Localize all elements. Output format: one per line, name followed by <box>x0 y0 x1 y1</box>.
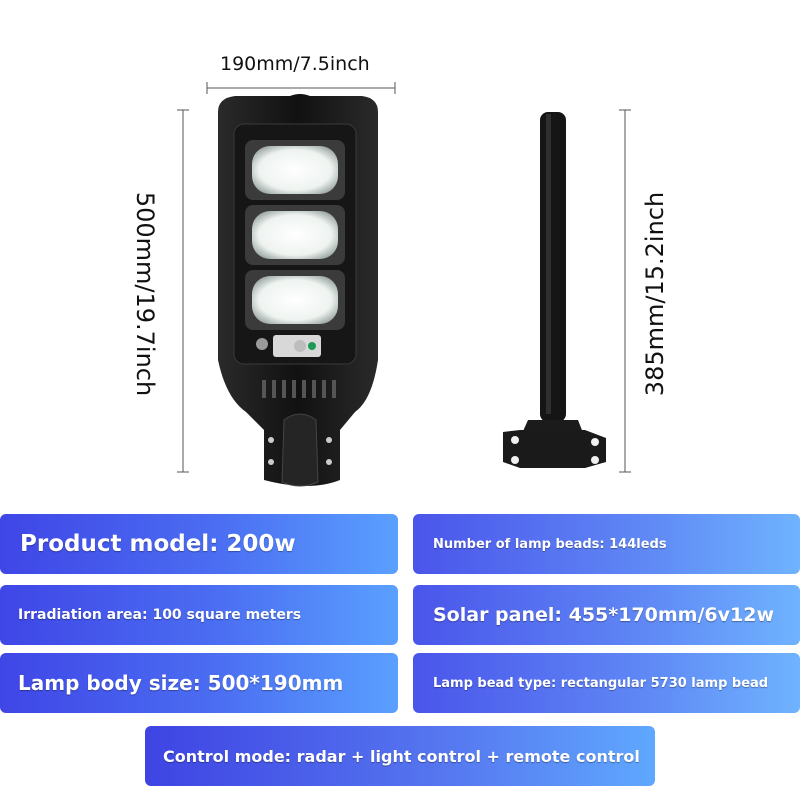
pole-height-dimension-line <box>619 109 631 473</box>
lamp-bead-type-text: Lamp bead type: rectangular 5730 lamp be… <box>433 675 769 691</box>
irradiation-area-text: Irradiation area: 100 square meters <box>18 607 302 623</box>
led-module-2 <box>245 205 345 265</box>
lamp-width-label: 190mm/7.5inch <box>220 53 370 75</box>
product-model-text: Product model: 200w <box>20 531 296 557</box>
product-photo <box>177 82 631 487</box>
control-mode-text: Control mode: radar + light control + re… <box>163 746 640 766</box>
width-dimension-line <box>206 82 396 94</box>
mounting-pole <box>503 112 606 468</box>
spec-card-irradiation-area: Irradiation area: 100 square meters <box>0 585 398 645</box>
led-module-1 <box>245 140 345 200</box>
lamp-height-label: 500mm/19.7inch <box>131 191 159 397</box>
lamp-height-dimension-line <box>177 109 189 473</box>
pole-height-label: 385mm/15.2inch <box>641 191 669 397</box>
spec-card-lamp-bead-type: Lamp bead type: rectangular 5730 lamp be… <box>413 653 800 713</box>
spec-card-lamp-beads: Number of lamp beads: 144leds <box>413 514 800 574</box>
vents <box>262 380 336 398</box>
led-module-3 <box>245 270 345 330</box>
lamp-body-size-text: Lamp body size: 500*190mm <box>18 671 344 695</box>
spec-card-product-model: Product model: 200w <box>0 514 398 574</box>
spec-card-control-mode: Control mode: radar + light control + re… <box>145 726 655 786</box>
spec-card-solar-panel: Solar panel: 455*170mm/6v12w <box>413 585 800 645</box>
lamp-beads-text: Number of lamp beads: 144leds <box>433 536 667 552</box>
street-lamp <box>218 94 378 487</box>
solar-panel-text: Solar panel: 455*170mm/6v12w <box>433 604 775 626</box>
spec-card-lamp-body-size: Lamp body size: 500*190mm <box>0 653 398 713</box>
